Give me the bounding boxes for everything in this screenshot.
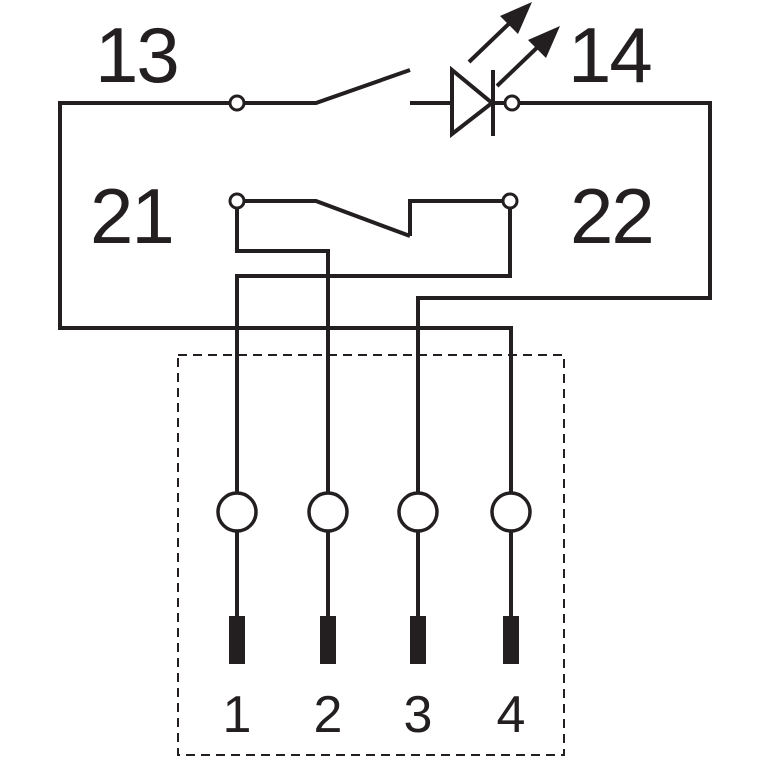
pin-3-terminal <box>397 491 439 533</box>
contact-label-22: 22 <box>570 172 653 260</box>
nc-switch-blade <box>237 199 411 238</box>
pin-label-4: 4 <box>497 686 526 744</box>
nc-switch-return <box>408 199 510 236</box>
contact-22-point <box>501 192 519 210</box>
pin-1-terminal <box>216 491 258 533</box>
contact-label-21: 21 <box>90 172 173 260</box>
pin-label-2: 2 <box>314 686 343 744</box>
pin-4-blade <box>503 616 519 664</box>
pin-3-blade <box>410 616 426 664</box>
connector-housing <box>177 354 565 756</box>
led-triangle <box>450 65 496 139</box>
wire-22-to-pin-1 <box>235 208 512 512</box>
contact-label-14: 14 <box>568 11 651 99</box>
pin-2-blade <box>320 616 336 664</box>
pin-4-terminal <box>490 491 532 533</box>
emission-arrow-1-head <box>500 2 532 34</box>
pin-label-3: 3 <box>404 686 433 744</box>
pin-label-1: 1 <box>223 686 252 744</box>
contact-14-point <box>503 94 521 112</box>
contact-13-point <box>228 94 246 112</box>
wire-21-to-pin-2 <box>235 208 330 512</box>
pin-2-terminal <box>307 491 349 533</box>
wire-14-to-pin-3 <box>416 101 712 512</box>
pin-1-blade <box>229 616 245 664</box>
contact-21-point <box>228 192 246 210</box>
contact-label-13: 13 <box>95 11 178 99</box>
no-switch-blade <box>245 68 411 105</box>
led-emission-arrows <box>467 2 560 88</box>
wire-13-to-pin-4 <box>58 101 513 512</box>
emission-arrow-2-head <box>528 26 560 58</box>
